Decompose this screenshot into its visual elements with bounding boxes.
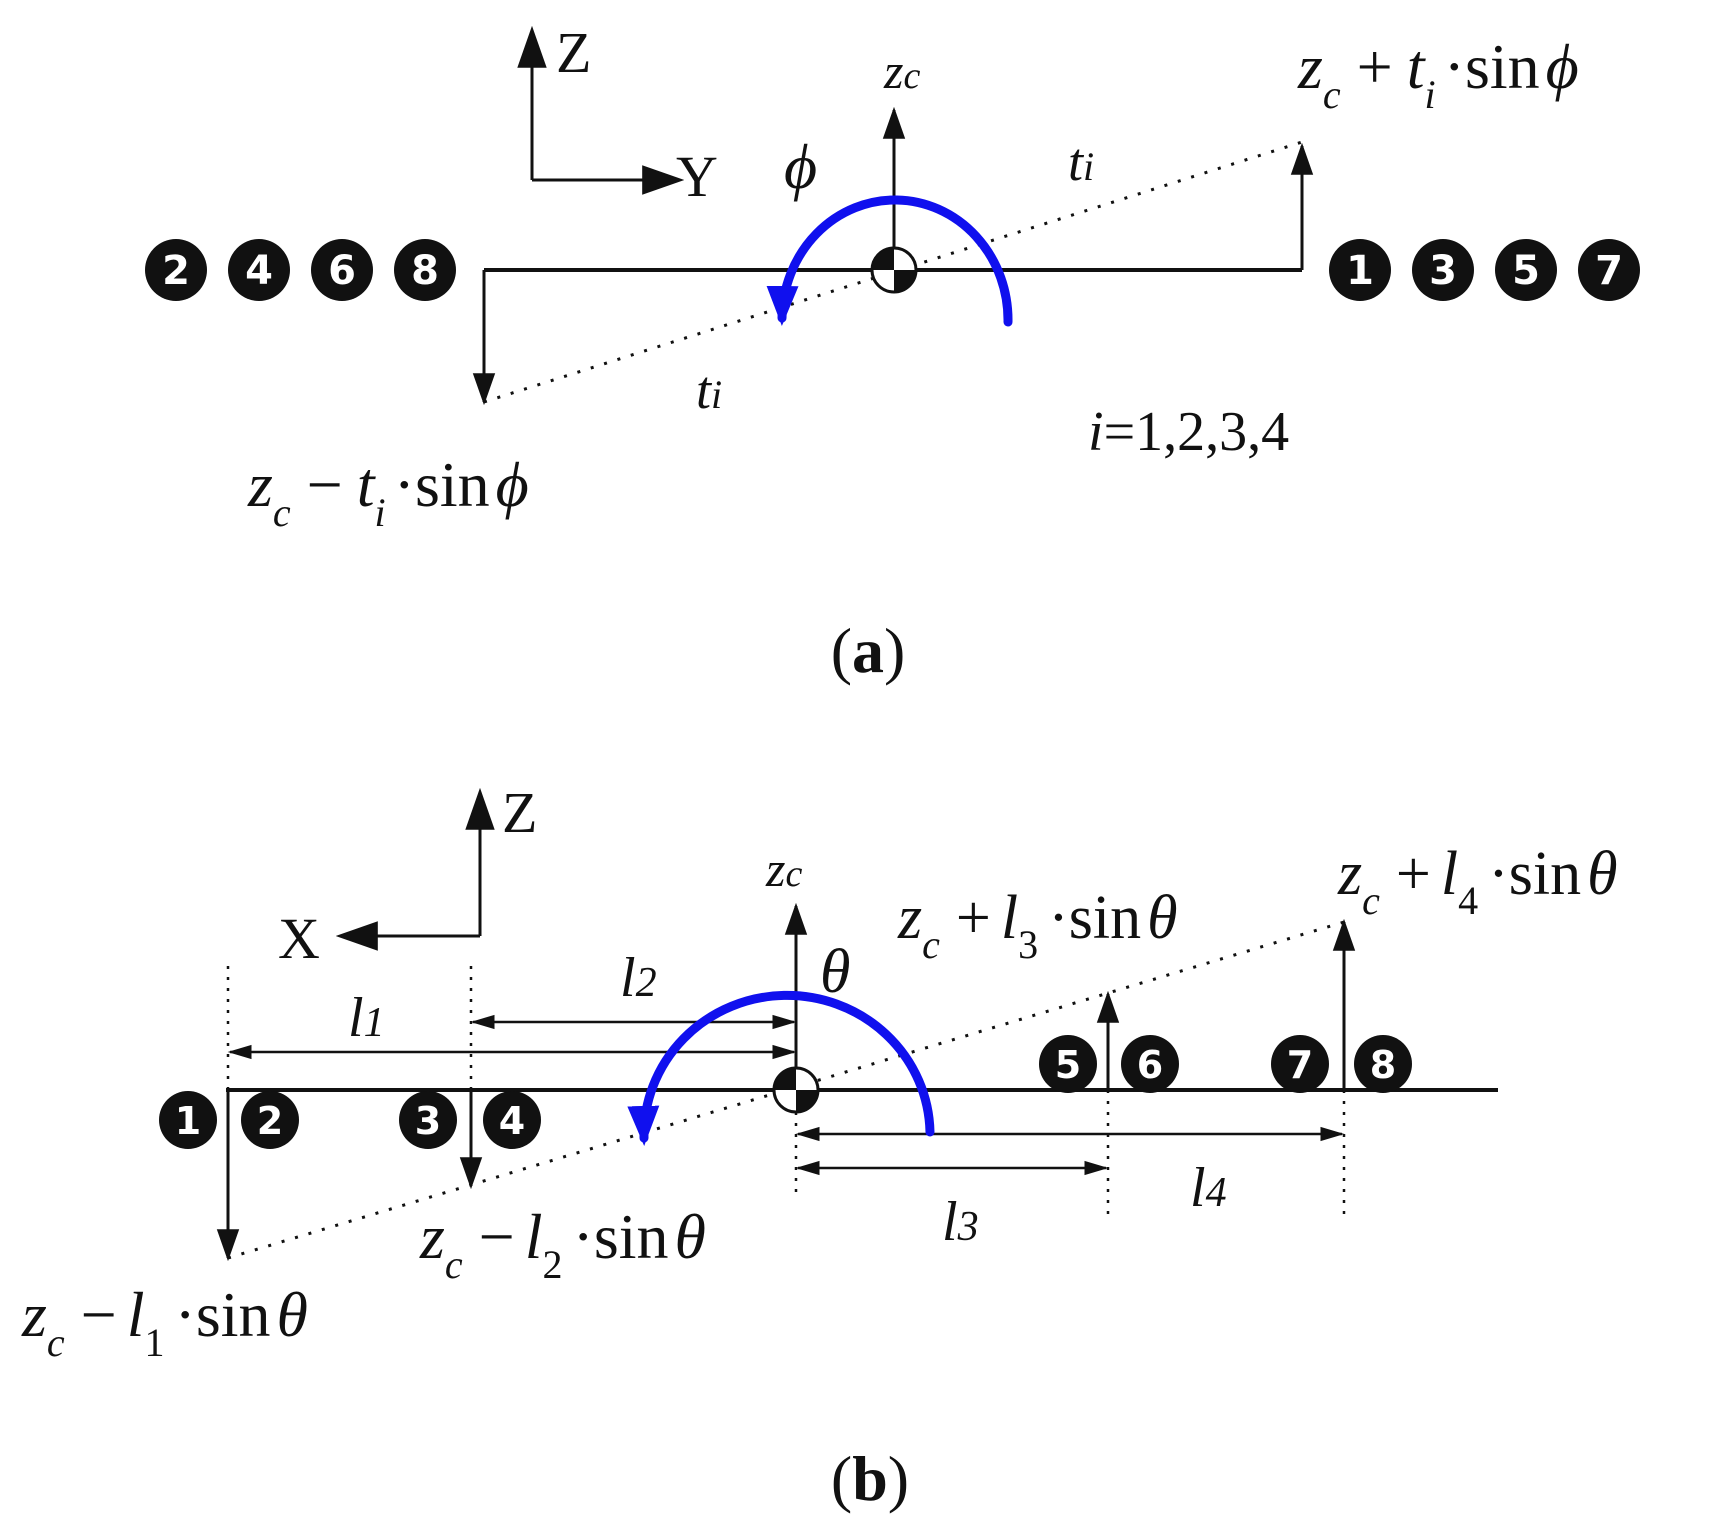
rotation-arrow-a <box>766 195 1013 327</box>
svg-text:2: 2 <box>162 248 190 294</box>
axes-frame-b <box>335 787 495 951</box>
badge: 2 <box>241 1091 299 1149</box>
badge: 7 <box>1578 239 1640 301</box>
badge-group-right-a: 1 3 5 7 <box>1329 239 1640 301</box>
caption-b: (b) <box>831 1443 909 1514</box>
axis-label-x-b: X <box>278 906 320 971</box>
angle-label-a: ϕ <box>784 131 817 202</box>
guide-lines-b <box>226 966 1346 1214</box>
badge: 1 <box>1329 239 1391 301</box>
l2-label: l2 <box>620 947 657 1009</box>
svg-text:8: 8 <box>411 248 439 294</box>
equation-l3-b: zc+l3·sinθ <box>897 884 1178 967</box>
l4-label: l4 <box>1190 1157 1227 1219</box>
l1-label: l1 <box>348 987 385 1049</box>
svg-text:5: 5 <box>1055 1043 1081 1087</box>
svg-text:6: 6 <box>1137 1043 1163 1087</box>
axis-label-z-a: Z <box>556 20 591 85</box>
tilted-line-a <box>483 140 1303 404</box>
equation-l4-b: zc+l4·sinθ <box>1337 840 1618 923</box>
t-label-lower-a: ti <box>696 360 722 420</box>
svg-text:8: 8 <box>1370 1043 1396 1087</box>
svg-text:7: 7 <box>1595 248 1623 294</box>
dimension-lines-b <box>227 1014 1345 1176</box>
svg-text:6: 6 <box>328 248 356 294</box>
equation-l2-b: zc−l2·sinθ <box>419 1201 706 1287</box>
axes-frame-a <box>517 25 685 195</box>
badge: 5 <box>1039 1035 1097 1093</box>
equation-l1-b: zc−l1·sinθ <box>21 1279 308 1365</box>
pivot-b <box>772 1066 820 1114</box>
badge: 6 <box>311 239 373 301</box>
zc-label-a: zc <box>883 43 920 99</box>
badge: 2 <box>145 239 207 301</box>
badge: 8 <box>394 239 456 301</box>
svg-text:1: 1 <box>1346 248 1374 294</box>
angle-label-b: θ <box>820 938 850 1006</box>
panel-a: Z Y zc ϕ ti ti zc+ti·sin <box>145 20 1640 686</box>
svg-text:4: 4 <box>245 248 273 294</box>
caption-a: (a) <box>831 615 906 686</box>
l3-label: l3 <box>942 1191 979 1253</box>
badge: 1 <box>159 1091 217 1149</box>
rotation-arrow-b <box>627 990 935 1146</box>
equation-plus-a: zc+ti·sinϕ <box>1297 31 1579 117</box>
axis-label-y-a: Y <box>676 144 718 209</box>
svg-text:7: 7 <box>1287 1043 1313 1087</box>
pivot-a <box>870 246 918 294</box>
badge: 5 <box>1495 239 1557 301</box>
svg-text:5: 5 <box>1512 248 1540 294</box>
badge: 3 <box>399 1091 457 1149</box>
axis-label-z-b: Z <box>502 780 537 845</box>
t-label-upper-a: ti <box>1068 132 1094 192</box>
badge: 3 <box>1412 239 1474 301</box>
svg-text:4: 4 <box>499 1099 525 1143</box>
badge: 7 <box>1271 1035 1329 1093</box>
badges-b: 1 2 3 4 5 6 7 8 <box>159 1035 1412 1149</box>
badge: 4 <box>228 239 290 301</box>
svg-text:2: 2 <box>257 1099 283 1143</box>
equation-minus-a: zc−ti·sinϕ <box>247 449 529 535</box>
svg-text:1: 1 <box>175 1099 201 1143</box>
zc-label-b: zc <box>765 841 802 897</box>
svg-text:3: 3 <box>1429 248 1457 294</box>
badge: 6 <box>1121 1035 1179 1093</box>
badge: 4 <box>483 1091 541 1149</box>
index-note-a: i=1,2,3,4 <box>1088 401 1289 463</box>
badge-group-left-a: 2 4 6 8 <box>145 239 456 301</box>
svg-text:3: 3 <box>415 1099 441 1143</box>
badge: 8 <box>1354 1035 1412 1093</box>
panel-b: Z X <box>21 780 1618 1514</box>
